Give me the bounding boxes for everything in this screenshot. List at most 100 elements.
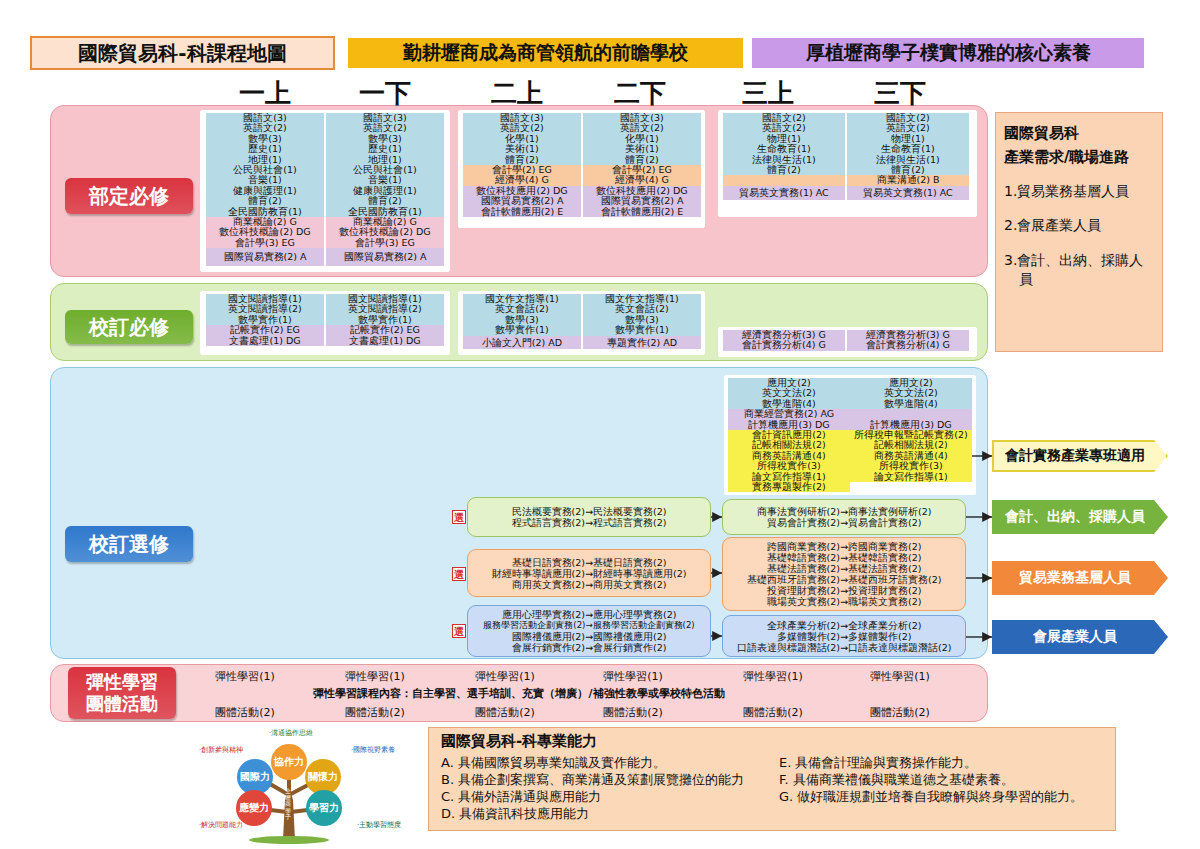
course-row: 體育(2) bbox=[847, 165, 969, 175]
course-row: 數位科技應用(2) DG bbox=[463, 186, 581, 196]
course-row: 所得稅實作(3) bbox=[850, 461, 972, 471]
free-label: 彈性學習(1) bbox=[583, 669, 683, 684]
course-line: 多媒體製作(2)→多媒體製作(2) bbox=[729, 631, 959, 642]
free-label: 團體活動(2) bbox=[723, 705, 823, 720]
course-row: 物理(1) bbox=[723, 134, 845, 144]
career-heading: 國際貿易科 bbox=[1004, 123, 1154, 143]
course-column: 國語文(2)英語文(2)物理(1)生命教育(1)法律與生活(1)體育(2)貿易英… bbox=[723, 113, 845, 200]
course-line: 程式語言實務(2)→程式語言實務(2) bbox=[474, 517, 704, 528]
course-column: 國語文(3)英語文(2)化學(1)美術(1)體育(2)會計學(2) EG經濟學(… bbox=[463, 113, 581, 217]
free-label: ·主動學習態度 bbox=[351, 820, 407, 830]
free-label: ·創新參與精神 bbox=[193, 745, 249, 755]
course-row: 英語文(2) bbox=[583, 123, 701, 133]
title-text: 國際貿易科-科課程地圖 bbox=[78, 40, 286, 67]
course-row: 國際貿易實務(2) A bbox=[583, 196, 701, 206]
course-row: 經濟學(4) G bbox=[463, 175, 581, 185]
course-row: 英語文(2) bbox=[206, 123, 324, 133]
course-line: 口語表達與標題潛話(2)→口語表達與標題潛話(2) bbox=[729, 642, 959, 653]
free-label: 團體活動(2) bbox=[583, 705, 683, 720]
course-row: 國文作文指導(1) bbox=[583, 294, 701, 304]
course-row: 經濟實務分析(3) G bbox=[723, 330, 845, 340]
ability-item: F. 具備商業禮儀與職業道德之基礎素養。 bbox=[779, 771, 1014, 788]
course-row: 專題實作(2) AD bbox=[583, 336, 701, 349]
free-label: 團體活動(2) bbox=[325, 705, 425, 720]
ability-box: 國際貿易科-科專業能力A. 具備國際貿易專業知識及實作能力。B. 具備企劃案撰寫… bbox=[428, 727, 1116, 831]
category-text: 彈性學習 團體活動 bbox=[84, 671, 160, 714]
course-column: 國語文(3)英語文(2)化學(1)美術(1)體育(2)會計學(2) EG經濟學(… bbox=[583, 113, 701, 217]
competency-circle: 協作力 bbox=[271, 744, 307, 780]
course-row: 貿易英文實務(1) AC bbox=[723, 186, 845, 200]
elective-mark: 選 bbox=[452, 567, 466, 581]
course-row: 貿易英文實務(1) AC bbox=[847, 186, 969, 200]
course-row: 國文閱讀指導(1) bbox=[326, 294, 444, 304]
motto-banner: 勤耕壢商成為商管領航的前瞻學校 bbox=[348, 38, 743, 68]
course-row: 體育(2) bbox=[723, 165, 845, 175]
course-row: 會計實務分析(4) G bbox=[847, 340, 969, 350]
course-row: 所得稅實作(3) bbox=[728, 461, 850, 471]
competency-text: 關懷力 bbox=[308, 770, 338, 784]
course-row: 地理(1) bbox=[206, 155, 324, 165]
course-row: 國文作文指導(1) bbox=[463, 294, 581, 304]
free-label: 三下 bbox=[850, 76, 950, 111]
course-row: 數位科技應用(2) DG bbox=[583, 186, 701, 196]
course-row: 全民國防教育(1) bbox=[206, 207, 324, 217]
category-text: 校訂必修 bbox=[89, 315, 169, 339]
career-arrow: 會展產業人員 bbox=[992, 620, 1168, 654]
course-row: 國語文(3) bbox=[463, 113, 581, 123]
course-line: 商用英文實務(2)→商用英文實務(2) bbox=[474, 579, 704, 590]
course-column: 應用文(2)英文文法(2)數學進階(4)商業經營實務(2) AG計算機應用(3)… bbox=[728, 378, 850, 492]
free-label: 彈性學習(1) bbox=[325, 669, 425, 684]
motto-text: 厚植壢商學子樸實博雅的核心素養 bbox=[806, 40, 1091, 66]
course-row: 商業概論(2) G bbox=[326, 217, 444, 227]
course-row: 健康與護理(1) bbox=[326, 186, 444, 196]
course-row: 法律與生活(1) bbox=[723, 155, 845, 165]
free-label: 三上 bbox=[718, 76, 818, 111]
course-row: 物理(1) bbox=[847, 134, 969, 144]
course-row: 會計軟體應用(2) E bbox=[583, 207, 701, 217]
course-row: 美術(1) bbox=[463, 144, 581, 154]
course-row: 商務英語溝通(4) bbox=[728, 451, 850, 461]
course-row: 經濟學(4) G bbox=[583, 175, 701, 185]
course-row: 生命教育(1) bbox=[723, 144, 845, 154]
ability-item: B. 具備企劃案撰寫、商業溝通及策劃展覽攤位的能力 bbox=[441, 771, 744, 788]
course-row: 文書處理(1) DG bbox=[326, 336, 444, 346]
course-row: 國語文(2) bbox=[847, 113, 969, 123]
free-label: ·國際視野素養 bbox=[345, 745, 401, 755]
course-row: 全民國防教育(1) bbox=[326, 207, 444, 217]
course-column: 經濟實務分析(3) G會計實務分析(4) G bbox=[847, 330, 969, 351]
course-column: 國語文(3)英語文(2)數學(3)歷史(1)地理(1)公民與社會(1)音樂(1)… bbox=[206, 113, 324, 266]
course-column: 國語文(3)英語文(2)數學(3)歷史(1)地理(1)公民與社會(1)音樂(1)… bbox=[326, 113, 444, 266]
course-row: 經濟實務分析(3) G bbox=[847, 330, 969, 340]
category-text: 校訂選修 bbox=[89, 532, 169, 556]
ability-heading: 國際貿易科-科專業能力 bbox=[441, 733, 597, 750]
elective-box: 商事法實例研析(2)→商事法實例研析(2)貿易會計實務(2)→貿易會計實務(2) bbox=[722, 499, 966, 535]
elective-box: 全球產業分析(2)→全球產業分析(2)多媒體製作(2)→多媒體製作(2)口語表達… bbox=[722, 615, 966, 657]
elective-mark: 選 bbox=[452, 510, 466, 524]
course-row: 體育(2) bbox=[463, 155, 581, 165]
flow-arrow bbox=[972, 455, 992, 456]
course-row: 數學實作(1) bbox=[583, 325, 701, 335]
elective-box: 民法概要實務(2)→民法概要實務(2)程式語言實務(2)→程式語言實務(2) bbox=[467, 497, 711, 537]
course-row: 應用文(2) bbox=[850, 378, 972, 388]
course-row: 英語文(2) bbox=[326, 123, 444, 133]
competency-text: 應變力 bbox=[239, 801, 269, 815]
flow-arrow bbox=[966, 516, 992, 517]
course-row: 公民與社會(1) bbox=[206, 165, 324, 175]
course-line: 基礎日語實務(2)→基礎日語實務(2) bbox=[474, 557, 704, 568]
free-label: 彈性學習課程內容：自主學習、選手培訓、充實（增廣）/補強性教學或學校特色活動 bbox=[196, 686, 842, 701]
course-row: 記帳實作(2) EG bbox=[206, 325, 324, 335]
course-row: 會計學(3) EG bbox=[206, 238, 324, 248]
course-row: 論文寫作指導(1) bbox=[850, 472, 972, 482]
course-row: 英語文(2) bbox=[847, 123, 969, 133]
course-row: 數學實作(1) bbox=[326, 315, 444, 325]
free-label: 團體活動(2) bbox=[850, 705, 950, 720]
competency-text: 國際力 bbox=[240, 770, 270, 784]
category-label: 部定必修 bbox=[65, 178, 193, 214]
course-line: 全球產業分析(2)→全球產業分析(2) bbox=[729, 620, 959, 631]
free-label: 二下 bbox=[590, 76, 690, 111]
course-row: 國語文(3) bbox=[206, 113, 324, 123]
course-row: 國際貿易實務(2) A bbox=[206, 248, 324, 266]
course-row: 國語文(3) bbox=[583, 113, 701, 123]
course-row: 商業經營實務(2) AG bbox=[728, 409, 850, 419]
